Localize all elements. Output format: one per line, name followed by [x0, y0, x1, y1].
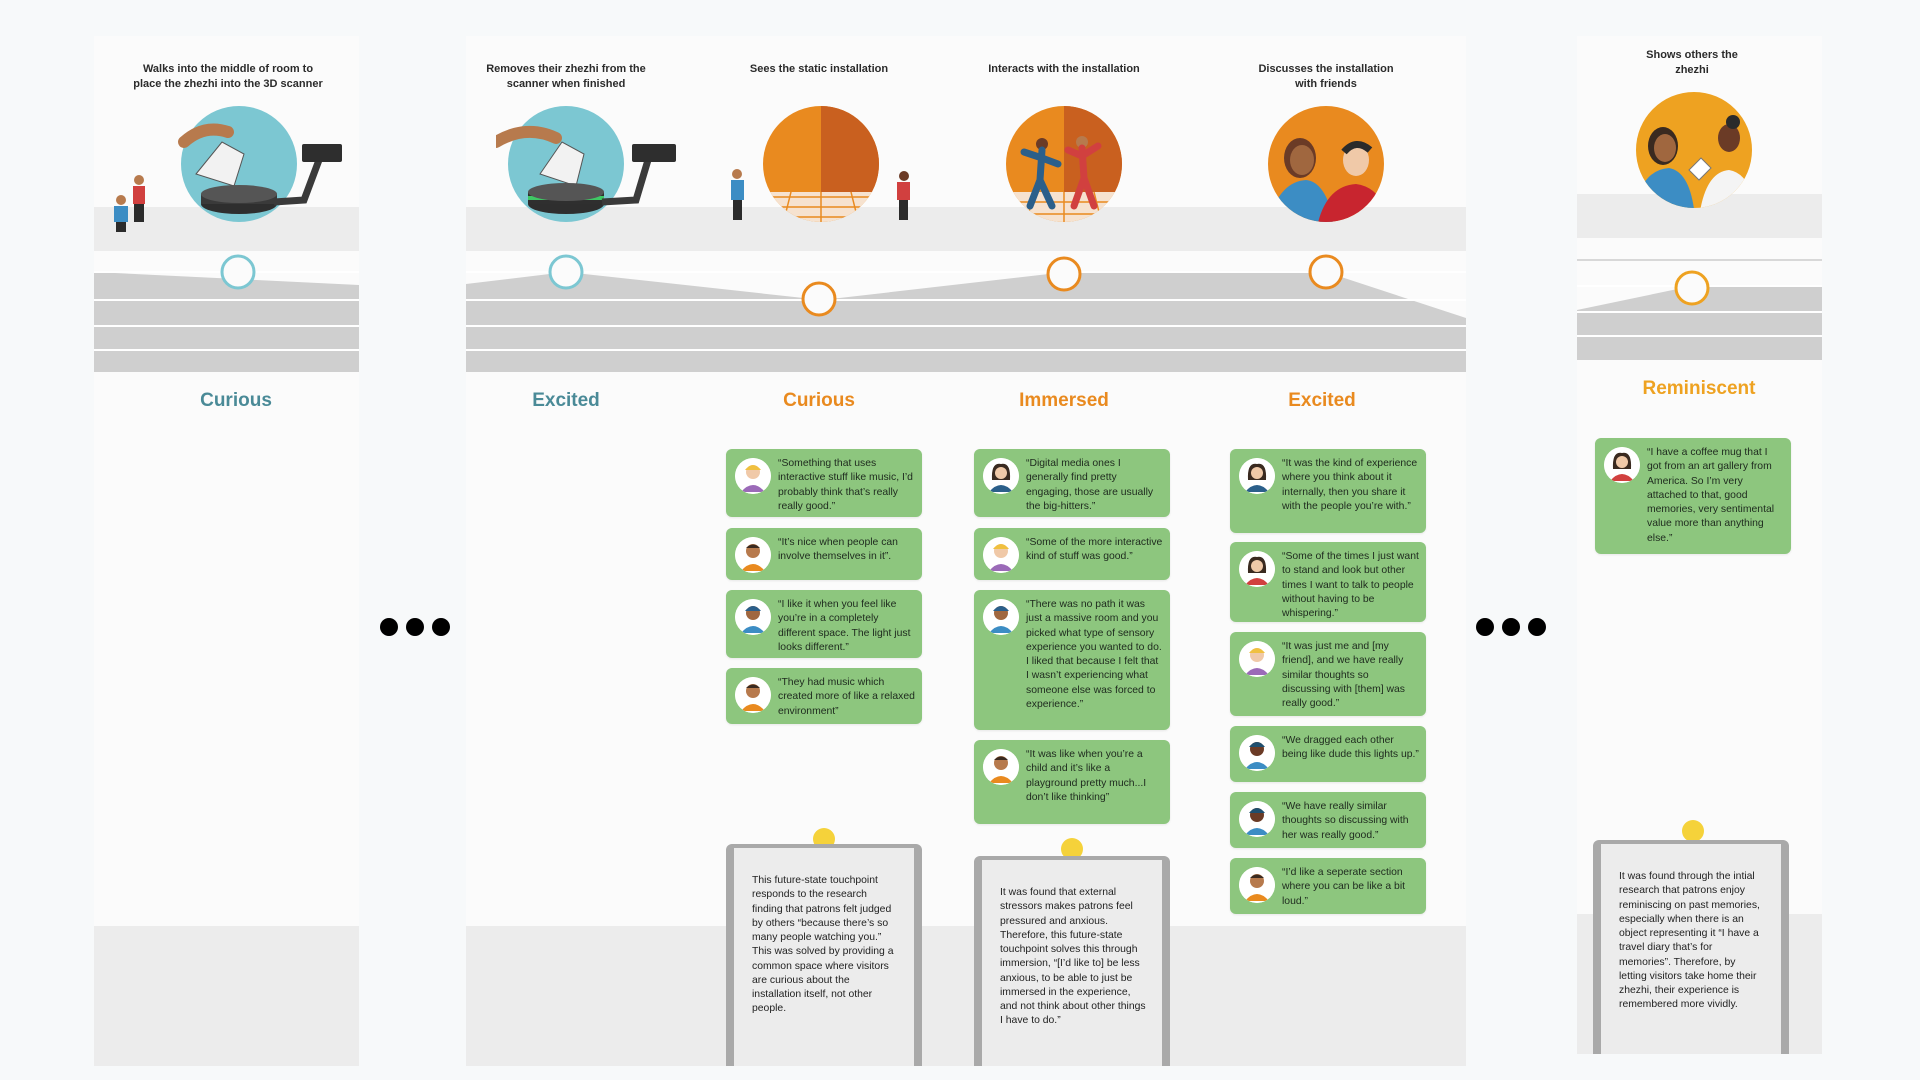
person-avatar-icon — [735, 677, 771, 713]
emotion-label: Curious — [783, 390, 855, 411]
journey-panel-2: Removes their zhezhi from the scanner wh… — [466, 36, 1466, 1066]
insight-card: This future-state touchpoint responds to… — [726, 844, 922, 1066]
emotion-marker — [548, 254, 584, 290]
quote-card: “I have a coffee mug that I got from an … — [1595, 438, 1791, 554]
quote-card: “We dragged each other being like dude t… — [1230, 726, 1426, 782]
person-avatar-icon — [983, 599, 1019, 635]
quote-text: “I’d like a seperate section where you c… — [1282, 867, 1406, 907]
bottom-band — [94, 926, 359, 1066]
quote-card: “It’s nice when people can involve thems… — [726, 528, 922, 580]
conversation-icon — [1268, 106, 1384, 222]
emotion-marker — [1308, 254, 1344, 290]
step-title: Shows others the zhezhi — [1646, 49, 1738, 76]
person-avatar-icon — [983, 749, 1019, 785]
room-icon — [731, 106, 910, 222]
quote-text: “It was just me and [my friend], and we … — [1282, 641, 1406, 709]
emotion-marker — [220, 254, 256, 290]
person-avatar-icon — [735, 599, 771, 635]
quote-text: “We dragged each other being like dude t… — [1282, 735, 1419, 761]
person-avatar-icon — [1604, 447, 1640, 483]
person-avatar-icon — [1239, 551, 1275, 587]
quote-card: “Digital media ones I generally find pre… — [974, 449, 1170, 517]
person-avatar-icon — [735, 537, 771, 573]
emotion-marker — [801, 281, 837, 317]
person-avatar-icon — [983, 458, 1019, 494]
emotion-curve — [466, 254, 1466, 372]
emotion-label: Curious — [200, 390, 272, 411]
quote-card: “We have really similar thoughts so disc… — [1230, 792, 1426, 848]
quote-card: “Something that uses interactive stuff l… — [726, 449, 922, 517]
insight-text: It was found through the intial research… — [1619, 871, 1760, 1011]
bottom-band — [466, 926, 1466, 1066]
quote-text: “They had music which created more of li… — [778, 677, 915, 717]
quote-card: “It was the kind of experience where you… — [1230, 449, 1426, 533]
quote-text: “Some of the more interactive kind of st… — [1026, 537, 1163, 563]
journey-panel-1: Walks into the middle of room to place t… — [94, 36, 359, 1066]
quote-card: “It was just me and [my friend], and we … — [1230, 632, 1426, 716]
insight-card: It was found that external stressors mak… — [974, 856, 1170, 1066]
emotion-marker — [1674, 270, 1710, 306]
quote-card: “There was no path it was just a massive… — [974, 590, 1170, 730]
person-avatar-icon — [983, 537, 1019, 573]
quote-text: “It was the kind of experience where you… — [1282, 458, 1418, 512]
quote-text: “Digital media ones I generally find pre… — [1026, 458, 1154, 512]
quote-text: “I like it when you feel like you’re in … — [778, 599, 911, 653]
person-avatar-icon — [1239, 867, 1275, 903]
quote-card: “Some of the times I just want to stand … — [1230, 542, 1426, 622]
quote-text: “It’s nice when people can involve thems… — [778, 537, 898, 563]
step-title: Discusses the installation with friends — [1258, 63, 1394, 90]
quote-card: “Some of the more interactive kind of st… — [974, 528, 1170, 580]
ellipsis-icon — [380, 618, 450, 636]
scanner-icon — [114, 106, 342, 232]
emotion-marker — [1046, 256, 1082, 292]
scanner-icon — [496, 106, 676, 222]
person-avatar-icon — [1239, 801, 1275, 837]
emotion-curve — [94, 254, 359, 372]
quote-card: “They had music which created more of li… — [726, 668, 922, 724]
person-avatar-icon — [735, 458, 771, 494]
person-avatar-icon — [1239, 641, 1275, 677]
insight-text: It was found that external stressors mak… — [1000, 887, 1146, 1027]
person-avatar-icon — [1239, 458, 1275, 494]
quote-text: “It was like when you’re a child and it’… — [1026, 749, 1147, 803]
emotion-curve — [1577, 259, 1822, 360]
emotion-label: Reminiscent — [1642, 378, 1756, 399]
quote-text: “We have really similar thoughts so disc… — [1282, 801, 1409, 841]
quote-card: “I like it when you feel like you’re in … — [726, 590, 922, 658]
quote-text: “There was no path it was just a massive… — [1026, 599, 1162, 710]
sharing-icon — [1636, 92, 1752, 208]
emotion-label: Excited — [532, 390, 600, 411]
person-avatar-icon — [1239, 735, 1275, 771]
step-title: Removes their zhezhi from the scanner wh… — [486, 63, 646, 90]
dancing-people-icon — [1006, 106, 1122, 222]
insight-card: It was found through the intial research… — [1593, 840, 1789, 1054]
quote-text: “I have a coffee mug that I got from an … — [1647, 447, 1775, 544]
insight-text: This future-state touchpoint responds to… — [752, 875, 894, 1015]
ellipsis-icon — [1476, 618, 1546, 636]
emotion-label: Immersed — [1019, 390, 1109, 411]
quote-text: “Something that uses interactive stuff l… — [778, 458, 913, 512]
step-title: Walks into the middle of room to place t… — [133, 63, 323, 90]
quote-text: “Some of the times I just want to stand … — [1282, 551, 1419, 619]
journey-panel-3: Shows others the zhezhi Reminiscent “I h… — [1577, 36, 1822, 1054]
quote-card: “I’d like a seperate section where you c… — [1230, 858, 1426, 914]
step-title: Interacts with the installation — [988, 63, 1140, 75]
step-title: Sees the static installation — [749, 63, 889, 75]
quote-card: “It was like when you’re a child and it’… — [974, 740, 1170, 824]
emotion-label: Excited — [1288, 390, 1356, 411]
